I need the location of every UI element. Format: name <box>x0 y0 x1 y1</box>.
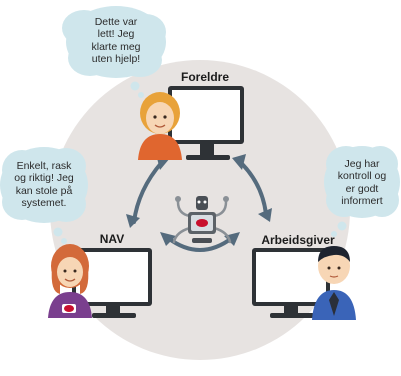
parents-bubble-line-2: lett! Jeg <box>97 28 135 41</box>
employer-label: Arbeidsgiver <box>261 233 335 247</box>
employer-bubble-text: Jeg har kontroll og er godt informert <box>328 158 396 208</box>
robot-icon <box>172 196 232 244</box>
parents-computer <box>168 86 244 160</box>
parents-thought-bubble <box>62 6 166 98</box>
nav-bubble-line-1: Enkelt, rask <box>16 160 72 172</box>
employer-bubble-line-3: er godt <box>345 182 379 195</box>
employer-bubble-line-2: kontroll og <box>337 170 387 183</box>
nav-bubble-line-3: kan stole på <box>15 184 73 197</box>
parents-bubble-text: Dette var lett! Jeg klarte meg uten hjel… <box>78 16 154 66</box>
employer-man-icon <box>312 246 356 320</box>
nav-label: NAV <box>99 232 125 246</box>
employer-bubble-line-1: Jeg har <box>344 158 380 170</box>
parent-woman-icon <box>138 92 182 160</box>
nav-bubble-line-2: og riktig! Jeg <box>14 172 74 185</box>
employer-thought-bubble <box>324 146 400 237</box>
employer-computer <box>252 248 330 318</box>
parents-bubble-line-4: uten hjelp! <box>91 53 141 66</box>
nav-logo-icon <box>64 305 74 312</box>
nav-bubble-text: Enkelt, rask og riktig! Jeg kan stole på… <box>2 160 86 210</box>
parents-bubble-line-1: Dette var <box>94 16 138 28</box>
parents-label: Foreldre <box>180 70 229 84</box>
nav-bubble-line-4: systemet. <box>21 197 67 210</box>
employer-bubble-line-4: informert <box>341 195 383 208</box>
nav-thought-bubble <box>0 147 88 244</box>
parents-bubble-line-3: klarte meg <box>91 40 141 53</box>
